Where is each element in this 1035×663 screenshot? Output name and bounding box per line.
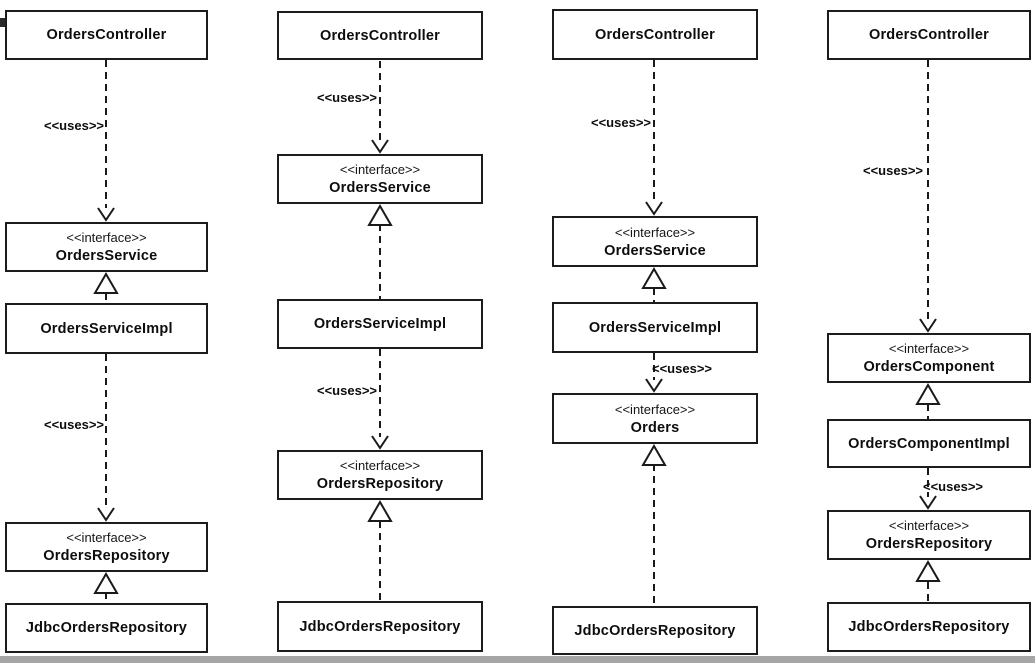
scan-artifact: [0, 18, 5, 27]
interface-stereotype: <<interface>>: [66, 230, 147, 245]
dependency-arrowhead: [919, 318, 937, 333]
class-name: OrdersController: [46, 27, 167, 43]
interface-stereotype: <<interface>>: [614, 401, 696, 417]
uses-label: <<uses>>: [923, 479, 983, 494]
realization-triangle: [641, 444, 667, 466]
class-box-col1-jdbcordersrepository: JdbcOrdersRepository: [5, 603, 208, 653]
interface-name: OrdersComponent: [863, 359, 995, 375]
interface-name: OrdersService: [604, 242, 706, 259]
interface-name: OrdersRepository: [865, 536, 993, 552]
class-name: OrdersServiceImpl: [588, 319, 722, 336]
interface-name: Orders: [630, 419, 680, 436]
interface-box-col2-ordersrepository: <<interface>> OrdersRepository: [277, 450, 483, 500]
dependency-arrowhead: [97, 207, 115, 222]
interface-box-col4-orderscomponent: <<interface>> OrdersComponent: [827, 333, 1031, 383]
uses-label: <<uses>>: [44, 118, 104, 133]
class-name: OrdersServiceImpl: [40, 320, 173, 337]
realization-triangle: [915, 383, 941, 405]
scan-bottom-strip: [0, 656, 1035, 663]
interface-box-col1-ordersservice: <<interface>> OrdersService: [5, 222, 208, 272]
class-box-col2-orderscontroller: OrdersController: [277, 11, 483, 60]
dependency-arrowhead: [645, 378, 663, 393]
class-name: OrdersServiceImpl: [313, 316, 447, 332]
class-name: JdbcOrdersRepository: [848, 619, 1010, 635]
interface-stereotype: <<interface>>: [614, 224, 696, 240]
interface-stereotype: <<interface>>: [339, 458, 421, 473]
interface-box-col2-ordersservice: <<interface>> OrdersService: [277, 154, 483, 204]
class-box-col1-ordersserviceimpl: OrdersServiceImpl: [5, 303, 208, 354]
uses-label: <<uses>>: [652, 361, 712, 376]
class-name: OrdersController: [594, 26, 716, 43]
dependency-arrowhead: [645, 201, 663, 216]
interface-stereotype: <<interface>>: [66, 530, 147, 545]
interface-stereotype: <<interface>>: [888, 518, 970, 533]
class-name: JdbcOrdersRepository: [299, 618, 461, 635]
realization-triangle: [93, 272, 119, 294]
interface-box-col4-ordersrepository: <<interface>> OrdersRepository: [827, 510, 1031, 560]
uses-label: <<uses>>: [317, 90, 377, 105]
uses-label: <<uses>>: [317, 383, 377, 398]
class-box-col2-ordersserviceimpl: OrdersServiceImpl: [277, 299, 483, 349]
dependency-arrowhead: [371, 435, 389, 450]
class-box-col3-ordersserviceimpl: OrdersServiceImpl: [552, 302, 758, 353]
class-box-col4-jdbcordersrepository: JdbcOrdersRepository: [827, 602, 1031, 652]
interface-name: OrdersService: [55, 248, 158, 264]
interface-box-col1-ordersrepository: <<interface>> OrdersRepository: [5, 522, 208, 572]
realization-triangle: [367, 500, 393, 522]
dependency-arrowhead: [97, 507, 115, 522]
interface-stereotype: <<interface>>: [339, 162, 421, 177]
realization-triangle: [367, 204, 393, 226]
interface-name: OrdersService: [329, 180, 431, 196]
interface-box-col3-orders: <<interface>> Orders: [552, 393, 758, 444]
class-box-col3-orderscontroller: OrdersController: [552, 9, 758, 60]
realization-triangle: [641, 267, 667, 289]
interface-name: OrdersRepository: [43, 548, 170, 564]
class-name: OrdersController: [319, 27, 441, 44]
class-box-col4-orderscomponentimpl: OrdersComponentImpl: [827, 419, 1031, 468]
class-name: JdbcOrdersRepository: [574, 622, 736, 639]
dependency-arrowhead: [371, 139, 389, 154]
interface-box-col3-ordersservice: <<interface>> OrdersService: [552, 216, 758, 267]
interface-stereotype: <<interface>>: [888, 341, 970, 356]
interface-name: OrdersRepository: [316, 476, 444, 492]
realization-triangle: [93, 572, 119, 594]
class-box-col3-jdbcordersrepository: JdbcOrdersRepository: [552, 606, 758, 655]
class-box-col1-orderscontroller: OrdersController: [5, 10, 208, 60]
class-name: OrdersController: [868, 27, 990, 43]
uses-label: <<uses>>: [591, 115, 651, 130]
class-box-col4-orderscontroller: OrdersController: [827, 10, 1031, 60]
class-name: OrdersComponentImpl: [848, 435, 1010, 452]
realization-triangle: [915, 560, 941, 582]
class-name: JdbcOrdersRepository: [25, 620, 188, 636]
dependency-arrowhead: [919, 495, 937, 510]
uses-label: <<uses>>: [863, 163, 923, 178]
class-box-col2-jdbcordersrepository: JdbcOrdersRepository: [277, 601, 483, 652]
uses-label: <<uses>>: [44, 417, 104, 432]
